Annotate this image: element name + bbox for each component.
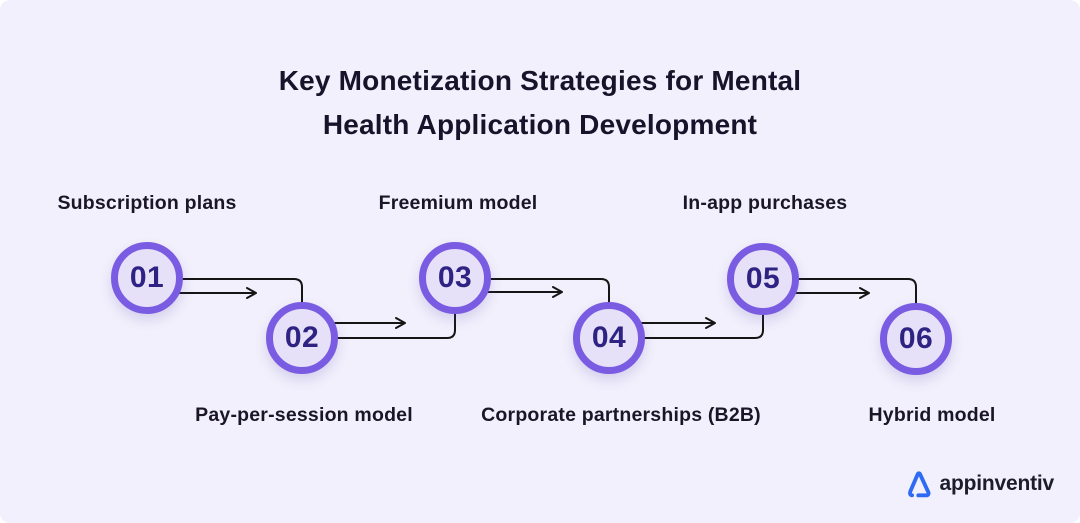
step-circle-05: 05 <box>727 243 799 315</box>
step-circle-04: 04 <box>573 302 645 374</box>
step-label-freemium-model: Freemium model <box>378 192 538 214</box>
appinventiv-logo: appinventiv <box>907 468 1055 499</box>
step-circle-01: 01 <box>111 242 183 314</box>
step-label-corporate-partnerships-b2b: Corporate partnerships (B2B) <box>481 404 761 426</box>
appinventiv-a-icon <box>907 471 930 498</box>
step-circle-03: 03 <box>419 242 491 314</box>
page-title-line1: Key Monetization Strategies for Mental <box>278 65 802 96</box>
arrow-1-2 <box>179 287 257 299</box>
step-label-pay-per-session-model: Pay-per-session model <box>195 404 413 426</box>
step-number-06: 06 <box>898 322 934 355</box>
step-circle-02: 02 <box>266 302 338 374</box>
connector-1-2 <box>146 278 303 304</box>
arrow-4-5 <box>641 317 716 329</box>
appinventiv-logo-text: appinventiv <box>939 471 1055 495</box>
page-title-line2: Health Application Development <box>322 109 758 140</box>
connector-4-5 <box>608 314 764 339</box>
step-number-01: 01 <box>129 261 165 294</box>
step-number-02: 02 <box>284 321 320 354</box>
step-label-hybrid-model: Hybrid model <box>868 404 996 426</box>
step-label-in-app-purchases: In-app purchases <box>682 192 848 214</box>
step-number-05: 05 <box>745 262 781 295</box>
step-label-subscription-plans: Subscription plans <box>57 192 237 214</box>
arrow-3-4 <box>487 286 563 298</box>
step-number-04: 04 <box>591 321 627 354</box>
step-circle-06: 06 <box>880 303 952 375</box>
step-number-03: 03 <box>437 261 473 294</box>
arrow-5-6 <box>795 287 870 299</box>
connector-2-3 <box>301 313 456 339</box>
connector-5-6 <box>762 278 917 305</box>
page-title: Key Monetization Strategies for Mental H… <box>0 59 1080 147</box>
arrow-2-3 <box>334 317 406 329</box>
connector-3-4 <box>454 278 610 304</box>
